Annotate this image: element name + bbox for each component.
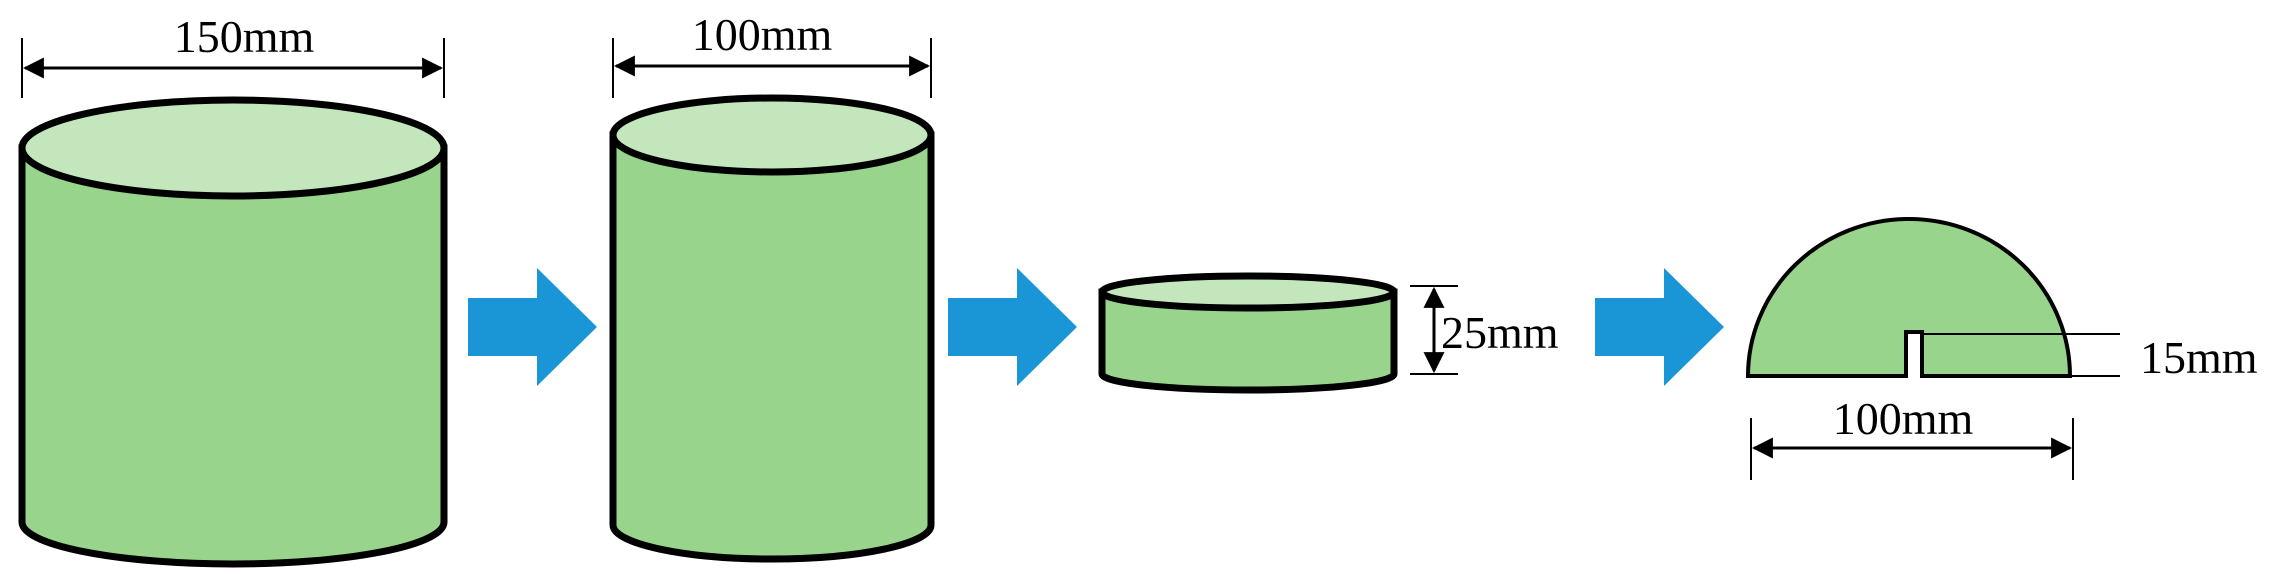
large-cylinder-dimension: 150mm [21,11,445,98]
medium-cylinder-top [609,94,935,176]
right-arrow-icon [1595,268,1724,386]
disc-dimension: 25mm [1410,285,1559,375]
right-arrow-icon [468,268,597,386]
large-cylinder-body [18,144,448,568]
medium-cylinder-diameter-label: 100mm [692,9,833,60]
disc-specimen [1098,272,1398,394]
right-arrow-icon [948,268,1077,386]
medium-cylinder-body [609,131,935,563]
semicircle-width-dimension: 100mm [1750,393,2074,480]
large-cylinder-top [18,96,448,200]
disc-thickness-label: 25mm [1441,307,1559,358]
medium-cylinder [609,94,935,563]
medium-cylinder-dimension: 100mm [612,9,932,98]
notched-semicircle-specimen [1745,217,2073,378]
large-cylinder-diameter-label: 150mm [174,11,315,62]
disc-body [1098,288,1398,394]
notch-dimension: 15mm [1924,332,2258,383]
large-cylinder [18,96,448,568]
semicircle-body [1745,217,2073,378]
disc-top [1098,272,1398,312]
notch-depth-label: 15mm [2140,332,2258,383]
semicircle-diameter-label: 100mm [1833,393,1974,444]
